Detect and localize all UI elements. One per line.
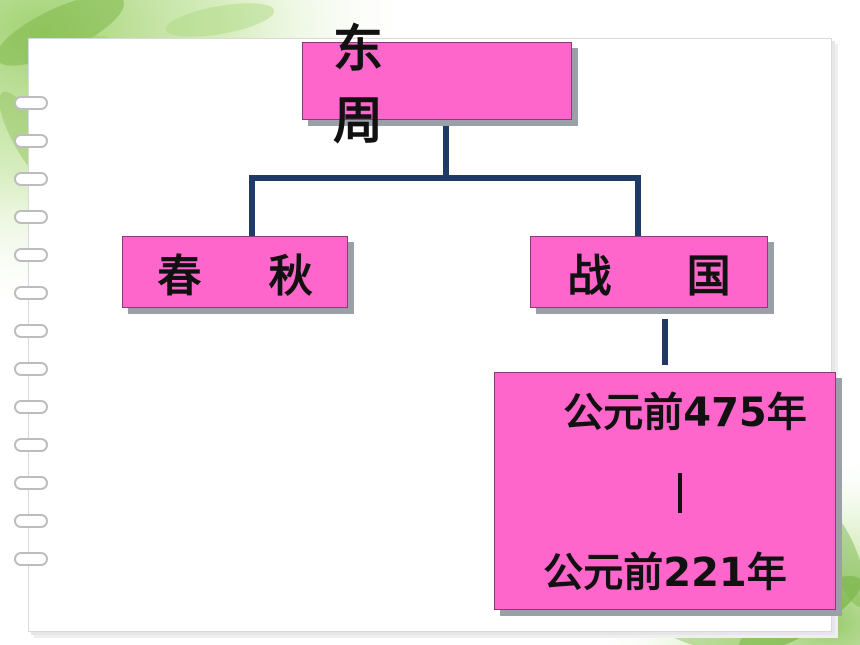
node-dongzhou-label: 东 周 bbox=[333, 20, 427, 150]
node-zhanguo-label: 战 国 bbox=[567, 251, 761, 302]
binding-ring bbox=[14, 286, 48, 300]
node-period: 公元前475年 公元前221年 bbox=[494, 372, 836, 610]
binding-ring bbox=[14, 248, 48, 262]
binding-ring bbox=[14, 210, 48, 224]
binding-ring bbox=[14, 552, 48, 566]
binding-ring bbox=[14, 438, 48, 452]
spiral-binding bbox=[14, 96, 54, 596]
binding-ring bbox=[14, 514, 48, 528]
binding-ring bbox=[14, 172, 48, 186]
node-zhanguo: 战 国 bbox=[530, 236, 768, 308]
binding-ring bbox=[14, 324, 48, 338]
node-chunqiu: 春 秋 bbox=[122, 236, 348, 308]
binding-ring bbox=[14, 476, 48, 490]
node-dongzhou: 东 周 bbox=[302, 20, 572, 150]
binding-ring bbox=[14, 134, 48, 148]
period-start: 公元前475年 bbox=[563, 390, 807, 436]
binding-ring bbox=[14, 362, 48, 376]
binding-ring bbox=[14, 96, 48, 110]
period-separator bbox=[678, 473, 682, 513]
binding-ring bbox=[14, 400, 48, 414]
node-chunqiu-label: 春 秋 bbox=[157, 251, 339, 302]
period-end: 公元前221年 bbox=[543, 550, 787, 596]
